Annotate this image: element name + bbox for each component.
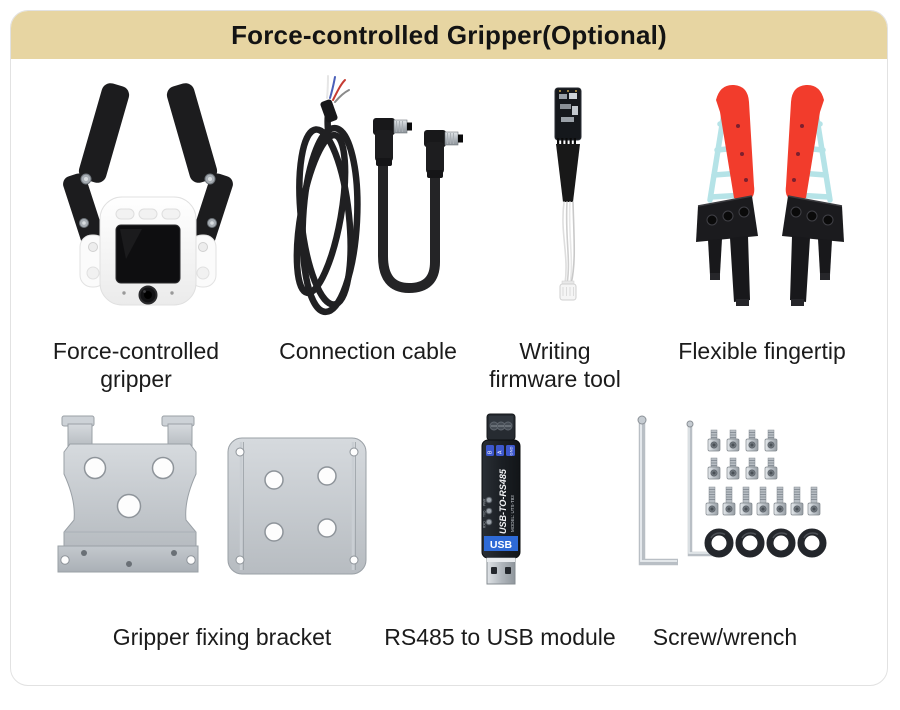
long-screws [705,486,821,516]
firmware-connector [559,280,577,301]
flexible-fingertip-graphic [696,78,870,330]
caption-force-controlled-gripper: Force-controlled gripper [52,338,220,392]
writing-firmware-tool-graphic [554,87,582,301]
cable-plug [320,99,338,123]
cable-connector-right [424,130,463,178]
fingertip-pad-dots [736,124,748,182]
terminal-block [486,413,516,441]
svg-text:PWR: PWR [483,498,487,506]
svg-text:TXD: TXD [483,510,487,517]
gripper-screen [115,224,181,284]
connection-cable-graphic [293,75,463,316]
force-controlled-gripper-graphic [63,83,233,306]
fingertip-red-pad [716,84,755,201]
svg-text:RXD: RXD [483,521,487,528]
hex-wrench-short [686,420,718,557]
bracket-flat-plate [227,437,367,575]
gripper-buttons [115,208,181,220]
caption-flexible-fingertip: Flexible fingertip [678,338,846,364]
u-cable [378,131,440,294]
figure-screw-wrench [628,412,838,584]
cable-connector-left [373,118,412,166]
figure-writing-firmware-tool [538,82,598,317]
svg-text:GND: GND [509,447,514,456]
caption-gripper-fixing-bracket: Gripper fixing bracket [112,624,332,650]
hex-wrench-long [637,415,678,566]
rs485-usb-module-graphic: B A GND PWR TXD RXD USB-TO-RS485 MODEL: … [481,413,521,585]
module-model-label: MODEL: UTS-T83 [510,495,515,532]
module-vertical-label: USB-TO-RS485 [498,468,508,534]
bracket-main-plate [57,415,199,573]
fingertip-base-holes [706,206,750,226]
svg-text:B: B [488,450,494,454]
page-title: Force-controlled Gripper(Optional) [231,19,667,50]
module-pin-labels: B A GND [486,445,515,456]
svg-text:A: A [498,450,504,454]
firmware-pcb [554,87,582,145]
caption-writing-firmware-tool: Writing firmware tool [489,338,621,392]
caption-connection-cable: Connection cable [279,338,457,364]
figure-rs485-usb-module: B A GND PWR TXD RXD USB-TO-RS485 MODEL: … [456,412,546,594]
coiled-cable [293,102,361,316]
gripper-camera [122,285,174,305]
gripper-fixing-bracket-graphic [57,415,367,575]
figure-connection-cable [283,72,473,324]
cable-wire-leads [326,75,350,103]
gripper-pivot-screws [79,173,217,228]
usb-plug [486,557,516,585]
usb-band: USB [484,536,518,551]
screw-wrench-graphic [637,415,838,566]
header-banner: Force-controlled Gripper(Optional) [11,11,887,59]
firmware-wires [562,201,576,285]
figure-flexible-fingertip [690,78,870,330]
fingertip-legs [708,236,750,306]
svg-text:USB: USB [490,539,513,551]
caption-rs485-usb-module: RS485 to USB module [384,624,616,650]
figure-force-controlled-gripper [48,70,248,322]
module-leds: PWR TXD RXD [483,496,493,528]
heat-shrink-sleeve [556,144,580,202]
short-screws [707,429,778,480]
o-rings [708,532,823,554]
figure-gripper-fixing-bracket [50,414,380,580]
caption-screw-wrench: Screw/wrench [652,624,798,650]
